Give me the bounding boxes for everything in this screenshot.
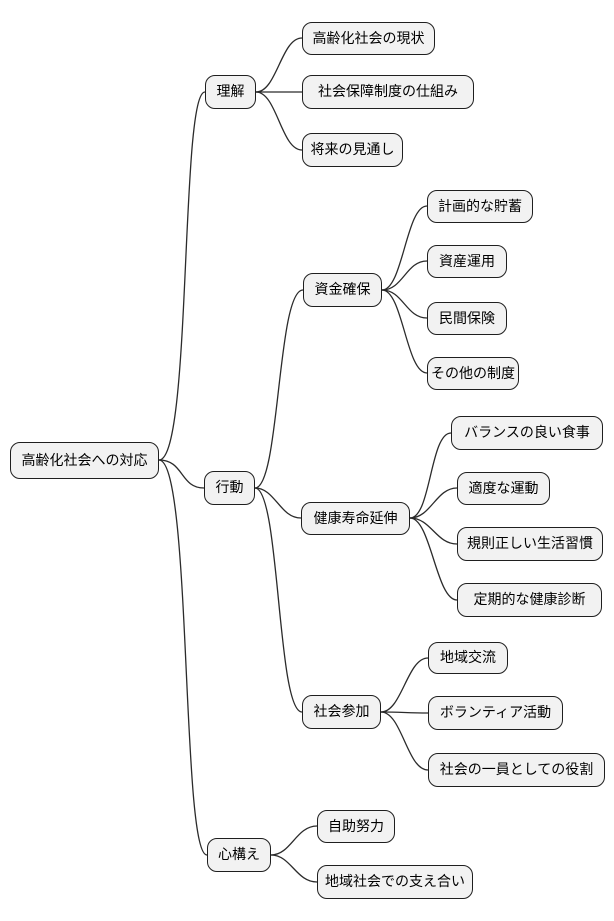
node-root: 高齢化社会への対応 [10, 442, 159, 479]
node-community-exchange: 地域交流 [428, 642, 508, 674]
node-understanding: 理解 [205, 75, 256, 109]
node-current-state: 高齢化社会の現状 [302, 22, 435, 55]
node-regular-checkups: 定期的な健康診断 [457, 583, 602, 617]
edge-mindset-self-help [270, 825, 318, 856]
edge-participation-role-as-member [380, 711, 429, 771]
edge-understanding-current-state [255, 37, 303, 93]
edge-root-action [158, 459, 205, 489]
node-volunteer-activities: ボランティア活動 [428, 696, 563, 730]
edge-health-balanced-diet [409, 432, 452, 519]
node-asset-management: 資産運用 [427, 245, 507, 278]
node-healthy-lifespan: 健康寿命延伸 [301, 502, 410, 535]
edge-action-fund-securing [254, 289, 304, 489]
node-mindset: 心構え [207, 838, 271, 872]
edge-health-regular-lifestyle [409, 517, 458, 545]
edge-understanding-future-outlook [255, 91, 303, 151]
edge-action-social-participation [254, 487, 303, 713]
edge-root-understanding [158, 91, 206, 461]
edge-mindset-community-support [270, 854, 318, 883]
node-community-support: 地域社会での支え合い [317, 865, 473, 899]
node-social-participation: 社会参加 [302, 695, 381, 729]
node-fund-securing: 資金確保 [303, 273, 382, 307]
node-future-outlook: 将来の見通し [302, 133, 403, 167]
node-role-as-member: 社会の一員としての役割 [428, 753, 605, 787]
node-balanced-diet: バランスの良い食事 [451, 416, 603, 450]
edge-fund-planned-savings [381, 205, 428, 291]
edge-participation-volunteer [380, 711, 429, 714]
node-regular-lifestyle: 規則正しい生活習慣 [457, 527, 603, 561]
node-private-insurance: 民間保険 [427, 302, 507, 335]
edge-health-regular-checkups [409, 517, 458, 601]
node-social-security-system: 社会保障制度の仕組み [302, 75, 474, 109]
edge-root-mindset [158, 459, 208, 856]
node-planned-savings: 計画的な貯蓄 [427, 190, 533, 223]
node-action: 行動 [204, 471, 255, 505]
node-other-systems: その他の制度 [427, 357, 519, 390]
edge-fund-other-systems [381, 289, 428, 374]
node-self-help: 自助努力 [317, 810, 395, 843]
edge-health-moderate-exercise [409, 487, 458, 519]
node-moderate-exercise: 適度な運動 [457, 472, 550, 505]
edge-action-healthy-lifespan [254, 487, 302, 519]
edge-fund-private-insurance [381, 289, 428, 319]
edge-participation-community-exchange [380, 657, 429, 713]
edge-fund-asset-management [381, 260, 428, 291]
